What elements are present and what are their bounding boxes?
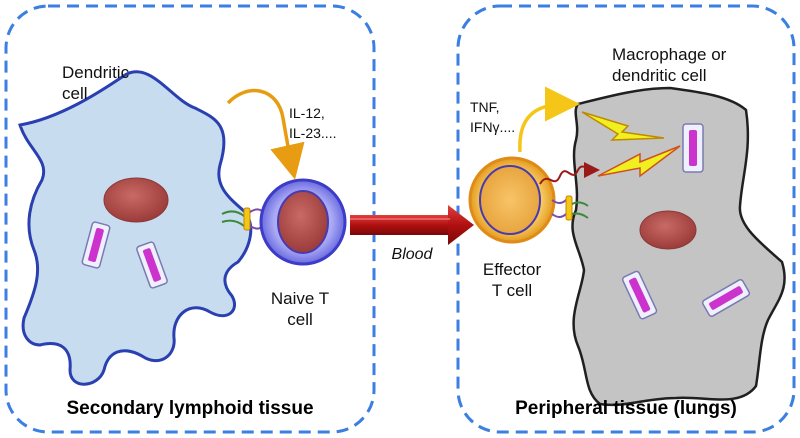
macrophage-organelle (701, 279, 751, 317)
dendritic-nucleus (103, 177, 169, 223)
dendritic-organelle (81, 221, 111, 269)
blood-arrow (350, 205, 474, 245)
signal-squiggle-arrow (539, 161, 600, 185)
right-panel-border (456, 4, 796, 434)
naive-t-cell-label-line1: Naive T (271, 289, 329, 308)
right-cytokines-line2: IFNγ.... (470, 119, 515, 135)
cytokine-arrow-right (518, 86, 580, 153)
dendritic-cell-label-line1: Dendritic (62, 63, 130, 82)
dendritic-cell-label-line2: cell (62, 84, 88, 103)
dendritic-cell (18, 70, 253, 386)
lightning-bolt-icon (581, 111, 665, 141)
naive-t-cell-label-line2: cell (287, 310, 313, 329)
left-panel-title: Secondary lymphoid tissue (66, 398, 313, 419)
right-panel-title: Peripheral tissue (lungs) (515, 398, 737, 419)
receptor-connector (551, 195, 589, 221)
macrophage-label-line1: Macrophage or (612, 45, 727, 64)
left-cytokines-line1: IL-12, (289, 105, 325, 121)
macrophage-organelle (682, 123, 704, 173)
cytokine-arrow-left (226, 88, 305, 180)
macrophage-label-line2: dendritic cell (612, 66, 707, 85)
naive-t-cell-nucleus (277, 190, 329, 254)
blood-label: Blood (392, 246, 434, 263)
left-cytokines-line2: IL-23.... (289, 125, 336, 141)
macrophage-organelle (621, 270, 658, 320)
macrophage-nucleus (639, 210, 697, 250)
effector-t-cell-nucleus (479, 165, 541, 235)
dendritic-organelle (136, 241, 168, 289)
right-cytokines-line1: TNF, (470, 99, 500, 115)
receptor-connector (221, 207, 265, 231)
lightning-bolt-icon (597, 145, 681, 178)
effector-t-cell-label-line2: T cell (492, 281, 532, 300)
effector-t-cell-label-line1: Effector (483, 260, 542, 279)
